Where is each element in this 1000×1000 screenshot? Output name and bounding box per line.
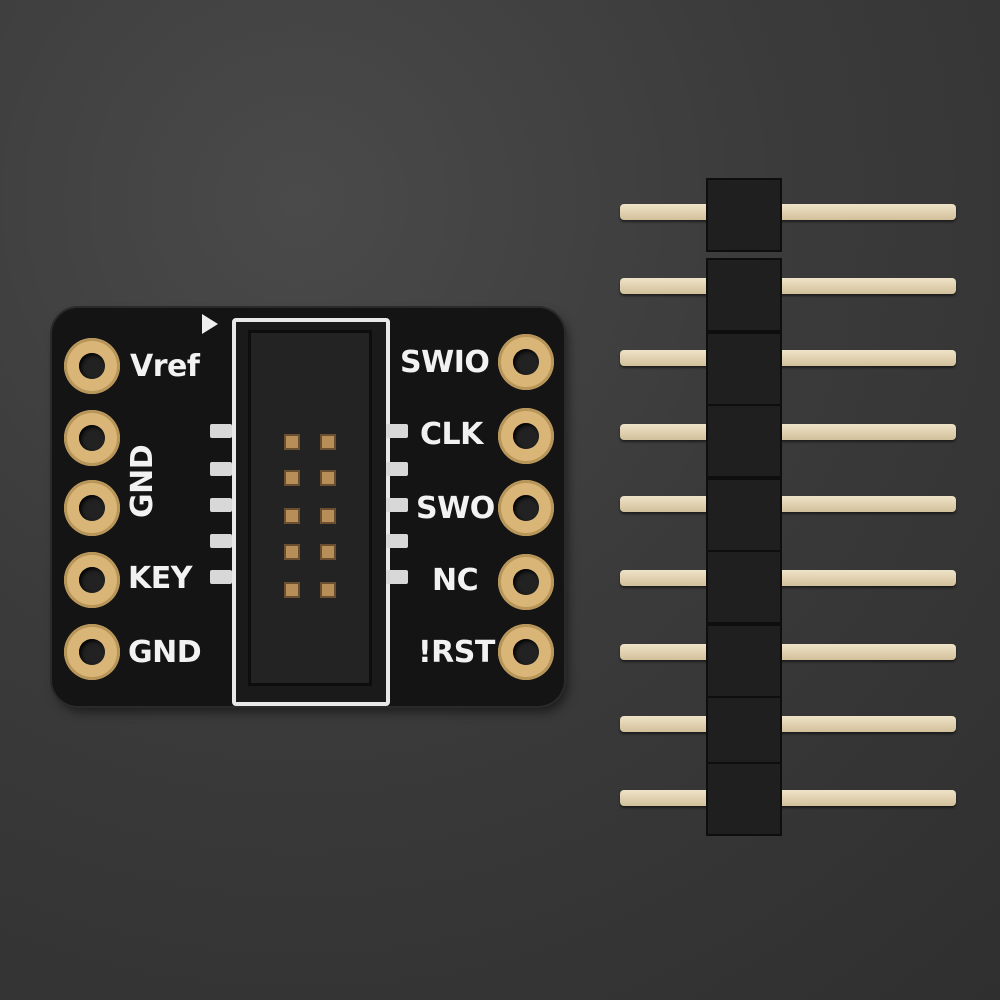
- header-housing-block: [706, 258, 782, 332]
- header-strip-pin: [620, 496, 956, 512]
- smd-lead: [386, 462, 408, 476]
- header-housing-block: [706, 762, 782, 836]
- header-housing-block: [706, 624, 782, 698]
- label-nc: NC: [432, 563, 479, 598]
- smd-lead: [386, 534, 408, 548]
- smd-lead: [210, 424, 232, 438]
- smd-lead: [386, 570, 408, 584]
- label-gnd: GND: [128, 635, 202, 670]
- pad-swo: [498, 480, 554, 536]
- header-pin: [284, 508, 300, 524]
- header-strip-pin: [620, 570, 956, 586]
- label-swio: SWIO: [400, 345, 490, 380]
- header-housing-block: [706, 332, 782, 406]
- header-housing-block: [706, 178, 782, 252]
- male-pin-header-strip: [620, 178, 956, 836]
- header-pin: [320, 470, 336, 486]
- header-housing-block: [706, 478, 782, 552]
- smd-lead: [386, 498, 408, 512]
- pad-gnd-2: [64, 480, 120, 536]
- label-swo: SWO: [416, 491, 495, 526]
- header-housing-block: [706, 550, 782, 624]
- pad-clk: [498, 408, 554, 464]
- header-strip-pin: [620, 424, 956, 440]
- header-housing-block: [706, 404, 782, 478]
- smd-lead: [210, 534, 232, 548]
- pad-rst: [498, 624, 554, 680]
- header-strip-pin: [620, 644, 956, 660]
- header-pin: [284, 582, 300, 598]
- smd-lead: [210, 462, 232, 476]
- pad-nc: [498, 554, 554, 610]
- header-housing-block: [706, 696, 782, 770]
- pad-gnd-3: [64, 624, 120, 680]
- label-clk: CLK: [420, 417, 483, 452]
- header-strip-pin: [620, 278, 956, 294]
- pad-key: [64, 552, 120, 608]
- header-strip-pin: [620, 204, 956, 220]
- smd-lead: [210, 570, 232, 584]
- header-pin: [320, 434, 336, 450]
- header-pin: [320, 544, 336, 560]
- smd-lead: [210, 498, 232, 512]
- label-vref: Vref: [130, 349, 200, 384]
- swd-breakout-board: Vref GND KEY GND SWIO CLK SWO NC !RST: [52, 308, 564, 706]
- header-strip-pin: [620, 716, 956, 732]
- label-rst: !RST: [418, 635, 495, 670]
- shrouded-header-2x5: [232, 318, 390, 706]
- header-pin: [284, 544, 300, 560]
- header-strip-pin: [620, 350, 956, 366]
- header-pin: [284, 470, 300, 486]
- label-gnd-vertical: GND: [125, 444, 160, 518]
- pad-gnd-1: [64, 410, 120, 466]
- pad-vref: [64, 338, 120, 394]
- pad-swio: [498, 334, 554, 390]
- header-pin: [284, 434, 300, 450]
- header-pin: [320, 508, 336, 524]
- header-pin: [320, 582, 336, 598]
- header-strip-pin: [620, 790, 956, 806]
- smd-lead: [386, 424, 408, 438]
- label-key: KEY: [128, 561, 192, 596]
- pin1-triangle-icon: [202, 314, 218, 334]
